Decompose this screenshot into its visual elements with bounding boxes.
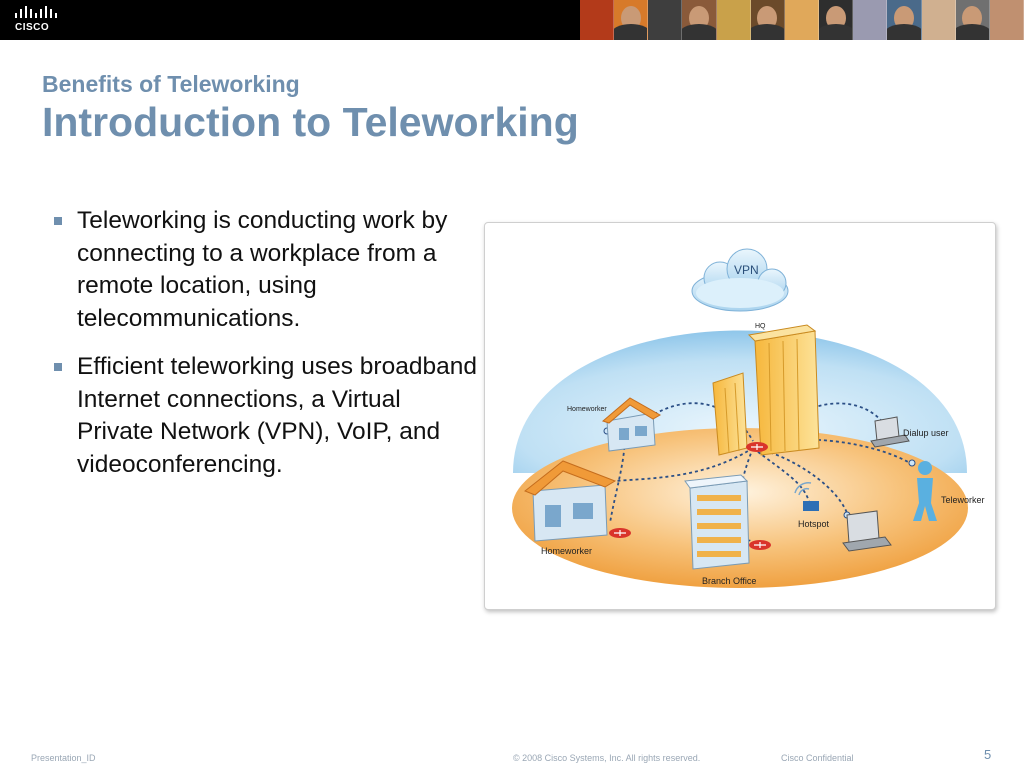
router-icon [609,528,631,538]
hq-building-icon [712,324,820,456]
hq-label: HQ [755,323,766,330]
header-photo-strip [580,0,1024,40]
bullet-text: Efficient teleworking uses broadband Int… [77,353,477,478]
homeworker-bottom-label: Homeworker [541,546,593,556]
header-photo-tile [955,0,990,40]
footer-presentation-id: Presentation_ID [31,753,96,763]
branch-office-label: Branch Office [702,576,757,586]
header-photo-tile [887,0,922,40]
slide-subtitle: Benefits of Teleworking [42,71,300,97]
bullet-square-icon [54,217,62,225]
page-number: 5 [984,747,992,762]
footer-confidential: Cisco Confidential [781,753,854,763]
footer-copyright: © 2008 Cisco Systems, Inc. All rights re… [513,753,701,763]
laptop-icon [842,510,892,552]
vpn-label: VPN [734,263,759,277]
header-photo-tile [580,0,615,40]
router-icon [746,442,768,452]
homeworker-house-icon [524,460,617,542]
header-bar: CISCO [0,0,1024,40]
header-photo-tile [750,0,785,40]
header-photo-tile [614,0,649,40]
person-shoulders-icon [955,24,989,40]
teleworker-label: Teleworker [941,495,985,505]
header-photo-tile [819,0,854,40]
bullet-list: Teleworking is conducting work by connec… [50,205,480,497]
laptop-icon [870,416,910,448]
header-photo-tile [853,0,888,40]
dialup-user-label: Dialup user [903,428,949,438]
bullet-item: Efficient teleworking uses broadband Int… [50,351,480,481]
branch-office-building-icon [684,474,750,570]
diagram-illustration [512,248,968,588]
person-shoulders-icon [819,24,853,40]
homeworker-top-label: Homeworker [567,406,607,413]
person-shoulders-icon [614,24,648,40]
bullet-item: Teleworking is conducting work by connec… [50,205,480,335]
person-shoulders-icon [750,24,784,40]
teleworking-network-diagram: VPN HQ Homeworker Dialup user Teleworker… [484,222,996,610]
teleworker-person-icon [913,461,937,521]
header-photo-tile [682,0,717,40]
header-photo-tile [648,0,683,40]
router-icon [749,540,771,550]
bullet-square-icon [54,363,62,371]
cisco-logo-text: CISCO [15,22,50,33]
header-photo-tile [921,0,956,40]
hotspot-wifi-icon [794,482,819,511]
person-shoulders-icon [682,24,716,40]
vpn-cloud-icon [691,248,789,312]
hotspot-label: Hotspot [798,519,830,529]
person-shoulders-icon [887,24,921,40]
header-photo-tile [989,0,1024,40]
homeworker-house-icon [602,397,662,452]
bullet-text: Teleworking is conducting work by connec… [77,207,448,332]
header-photo-tile [716,0,751,40]
slide-title: Introduction to Teleworking [42,99,579,145]
cisco-logo-icon [15,6,57,18]
header-photo-tile [784,0,820,40]
